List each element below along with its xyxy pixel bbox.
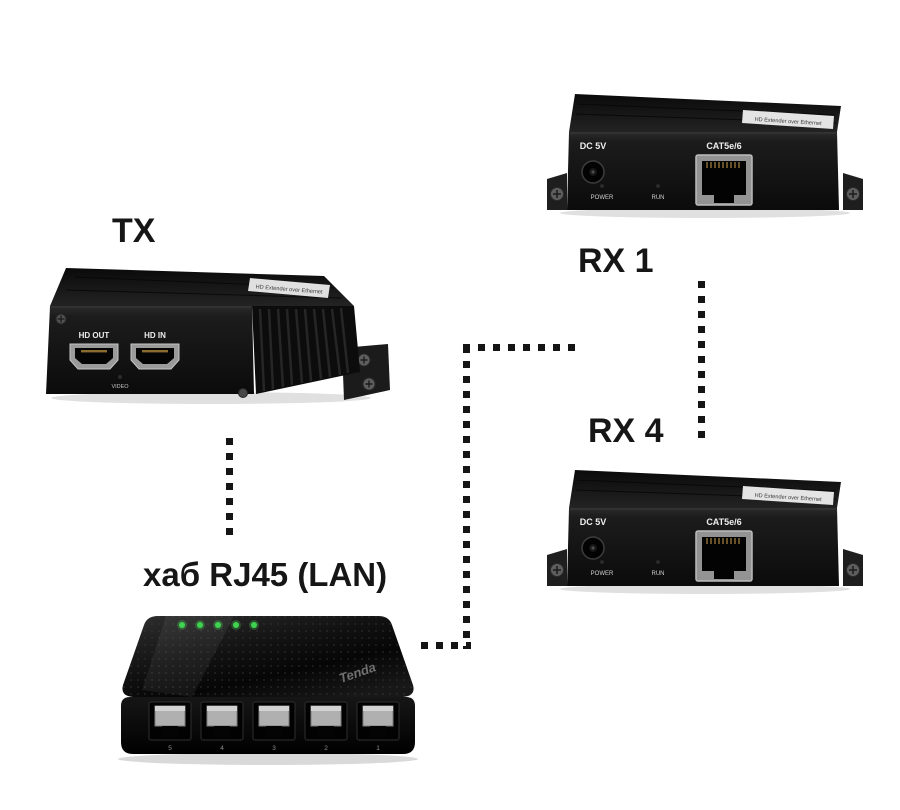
cat-label: CAT5e/6 [706,141,741,151]
top-sticker: HD Extender over Ethernet [248,278,330,298]
video-label: VIDEO [111,384,129,390]
screw-icon [849,566,857,574]
run-label: RUN [652,571,665,577]
device-rx1: HD Extender over Ethernet DC 5V POWER RU… [545,82,865,237]
gloss-highlight [142,616,234,697]
hub-port-2: 4 [200,701,244,752]
dc-jack [581,536,605,560]
port-number: 1 [376,745,380,752]
connector-hub-to-corner [421,642,471,649]
sticker-text: HD Extender over Ethernet [255,284,323,295]
run-led [656,560,660,564]
rj45-pins [706,162,740,168]
screw-icon [849,190,857,198]
rj45-pins [706,538,740,544]
label-rx4: RX 4 [588,412,664,450]
connector-tx-to-hub [226,438,233,540]
dc-label: DC 5V [580,141,607,151]
device-shadow [560,208,850,218]
case-screw [55,313,67,325]
power-label: POWER [591,571,614,577]
top-sticker: HD Extender over Ethernet [742,486,834,505]
run-led [656,184,660,188]
hub-port-1: 5 [148,701,192,752]
mounting-flange-right [843,549,863,586]
port-number: 5 [168,745,172,752]
power-led [600,184,604,188]
hd-out-label: HD OUT [79,331,110,340]
connector-rx1-to-rx4 [698,281,705,441]
rj45-port [695,530,753,582]
heatsink-fins [258,307,350,392]
hub-port-3: 3 [252,701,296,752]
hdmi-port-in [130,343,180,370]
device-rx4: HD Extender over Ethernet DC 5V POWER RU… [545,458,865,613]
device-shadow [51,392,371,404]
sticker-text: HD Extender over Ethernet [754,493,822,503]
mounting-flange-right [843,173,863,210]
port-number: 2 [324,745,328,752]
device-hub: Tenda 5 4 3 [108,608,428,773]
mounting-flange-left [547,549,567,586]
hd-in-label: HD IN [144,331,166,340]
rj45-port [695,154,753,206]
top-sticker: HD Extender over Ethernet [742,110,834,129]
power-led [600,560,604,564]
hub-top-face [122,616,414,697]
label-hub: хаб RJ45 (LAN) [143,556,388,593]
device-tx: HD Extender over Ethernet HD OUT HD IN [36,262,396,427]
heatsink-side [252,306,360,394]
screw-icon [360,356,368,364]
sticker-text: HD Extender over Ethernet [754,117,822,127]
screw-icon [365,380,373,388]
device-shadow [560,584,850,594]
port-number: 4 [220,745,224,752]
case-screw-bottom [238,388,248,398]
device-shadow [118,753,418,765]
video-led [118,375,122,379]
mounting-flange-left [547,173,567,210]
dc-jack [581,160,605,184]
hdmi-port-out [69,343,119,370]
screw-icon [553,566,561,574]
label-tx: TX [112,212,156,250]
hub-port-5: 1 [356,701,400,752]
port-number: 3 [272,745,276,752]
screw-icon [553,190,561,198]
hub-status-leds [177,620,259,630]
power-label: POWER [591,195,614,201]
dc-label: DC 5V [580,517,607,527]
hub-port-4: 2 [304,701,348,752]
label-rx1: RX 1 [578,242,654,280]
connector-corner-vertical [463,346,470,649]
connector-corner-to-rx [463,344,579,351]
cat-label: CAT5e/6 [706,517,741,527]
run-label: RUN [652,195,665,201]
